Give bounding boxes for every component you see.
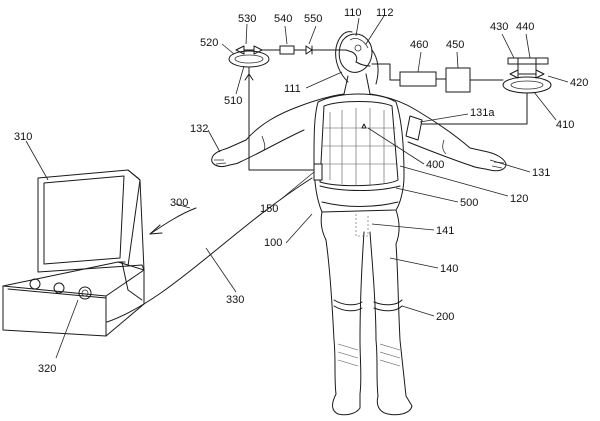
label-440: 440 (516, 21, 534, 33)
label-510: 510 (224, 95, 242, 107)
label-200: 200 (436, 311, 454, 323)
label-500: 500 (460, 197, 478, 209)
console-screen (37, 169, 141, 273)
label-420: 420 (570, 77, 588, 89)
console-knob (53, 282, 65, 294)
air-cylinder (502, 76, 552, 94)
console-knob (78, 286, 92, 300)
pneumatic-group-400 (371, 57, 552, 125)
label-111: 111 (284, 83, 301, 95)
label-410: 410 (556, 119, 574, 131)
label-132: 132 (190, 123, 208, 135)
label-112: 112 (376, 7, 394, 19)
label-310: 310 (14, 131, 32, 143)
label-120: 120 (510, 193, 528, 205)
label-530: 530 (238, 13, 256, 25)
label-460: 460 (410, 39, 428, 51)
label-300: 300 (170, 197, 188, 209)
mannequin (211, 31, 507, 416)
label-540: 540 (274, 13, 292, 25)
regulator-block (399, 71, 437, 87)
reference-labels: 310 300 320 330 100 110 111 112 120 131 … (14, 7, 588, 375)
label-450: 450 (446, 39, 464, 51)
label-131a: 131a (470, 107, 495, 119)
label-110: 110 (344, 7, 362, 19)
mannequin-head (338, 33, 373, 73)
console-arrow (149, 207, 197, 235)
check-valve-icon (305, 45, 313, 55)
label-150: 150 (260, 203, 278, 215)
leg-left (369, 231, 379, 397)
leader-lines (25, 15, 569, 359)
label-141: 141 (436, 225, 454, 237)
side-connector (313, 163, 323, 181)
console-knob (29, 278, 41, 290)
leg-right (325, 239, 337, 395)
label-430: 430 (490, 21, 508, 33)
label-320: 320 (38, 363, 56, 375)
filter-block (279, 45, 295, 55)
torso-vest (313, 93, 405, 213)
label-550: 550 (304, 13, 322, 25)
label-140: 140 (440, 263, 458, 275)
control-console (2, 169, 145, 337)
piston-plate (507, 57, 549, 65)
label-400: 400 (426, 159, 444, 171)
label-100: 100 (264, 237, 282, 249)
label-330: 330 (226, 294, 244, 306)
pump-block (445, 67, 471, 93)
label-520: 520 (200, 37, 218, 49)
arm-band (405, 115, 423, 141)
pneumatic-group-500 (228, 45, 347, 171)
label-131: 131 (532, 167, 550, 179)
